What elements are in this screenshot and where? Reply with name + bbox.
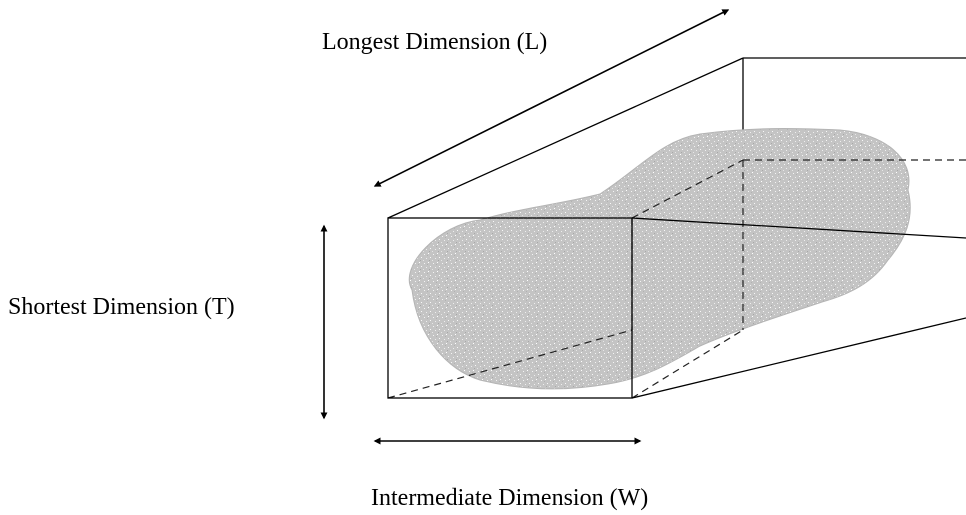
longest-dimension-label: Longest Dimension (L) (322, 29, 548, 55)
shortest-dimension-label: Shortest Dimension (T) (8, 294, 235, 320)
bounding-box-front (387, 217, 966, 399)
particle-shape (408, 128, 911, 390)
longest-dimension-arrow (373, 9, 730, 187)
intermediate-dimension-label: Intermediate Dimension (W) (371, 485, 649, 511)
